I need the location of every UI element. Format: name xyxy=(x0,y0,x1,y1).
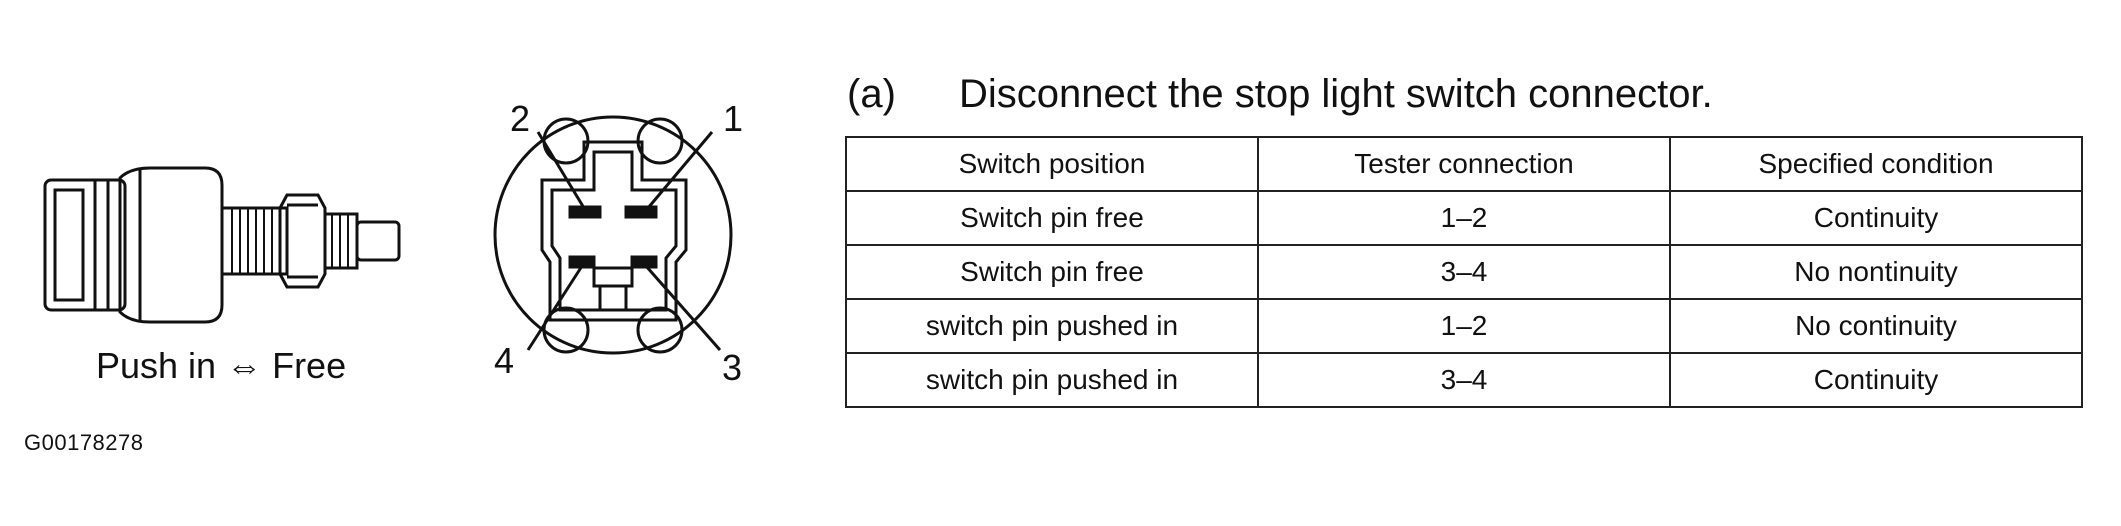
cell-switch-position: switch pin pushed in xyxy=(845,298,1259,354)
header-switch-position: Switch position xyxy=(845,136,1259,192)
pin-label-1: 1 xyxy=(723,98,744,139)
header-specified-condition: Specified condition xyxy=(1669,136,2083,192)
cell-tester-connection: 1–2 xyxy=(1257,190,1671,246)
pin-label-4: 4 xyxy=(494,340,515,381)
header-tester-connection: Tester connection xyxy=(1257,136,1671,192)
table-row: Switch pin free 1–2 Continuity xyxy=(845,190,2083,246)
cell-switch-position: switch pin pushed in xyxy=(845,352,1259,408)
continuity-spec-table: Switch position Tester connection Specif… xyxy=(845,136,2083,408)
table-row: switch pin pushed in 3–4 Continuity xyxy=(845,352,2083,408)
cell-specified-condition: No nontinuity xyxy=(1669,244,2083,300)
stop-light-switch-drawing xyxy=(43,166,401,324)
cell-tester-connection: 3–4 xyxy=(1257,352,1671,408)
switch-caption: Push in ⇔ Free xyxy=(96,345,347,386)
cell-specified-condition: Continuity xyxy=(1669,190,2083,246)
cell-switch-position: Switch pin free xyxy=(845,244,1259,300)
table-row: Switch pin free 3–4 No nontinuity xyxy=(845,244,2083,300)
table-header-row: Switch position Tester connection Specif… xyxy=(845,136,2083,192)
cell-switch-position: Switch pin free xyxy=(845,190,1259,246)
connector-front-view-drawing xyxy=(493,115,733,355)
pin-label-3: 3 xyxy=(722,347,743,388)
cell-specified-condition: No continuity xyxy=(1669,298,2083,354)
table-row: switch pin pushed in 1–2 No continuity xyxy=(845,298,2083,354)
cell-tester-connection: 3–4 xyxy=(1257,244,1671,300)
figure-id: G00178278 xyxy=(24,430,144,455)
instruction-step: (a) xyxy=(847,72,896,116)
cell-specified-condition: Continuity xyxy=(1669,352,2083,408)
pin-label-2: 2 xyxy=(510,98,531,139)
cell-tester-connection: 1–2 xyxy=(1257,298,1671,354)
instruction-line: (a) Disconnect the stop light switch conn… xyxy=(847,72,1713,117)
instruction-text: Disconnect the stop light switch connect… xyxy=(959,72,1713,116)
